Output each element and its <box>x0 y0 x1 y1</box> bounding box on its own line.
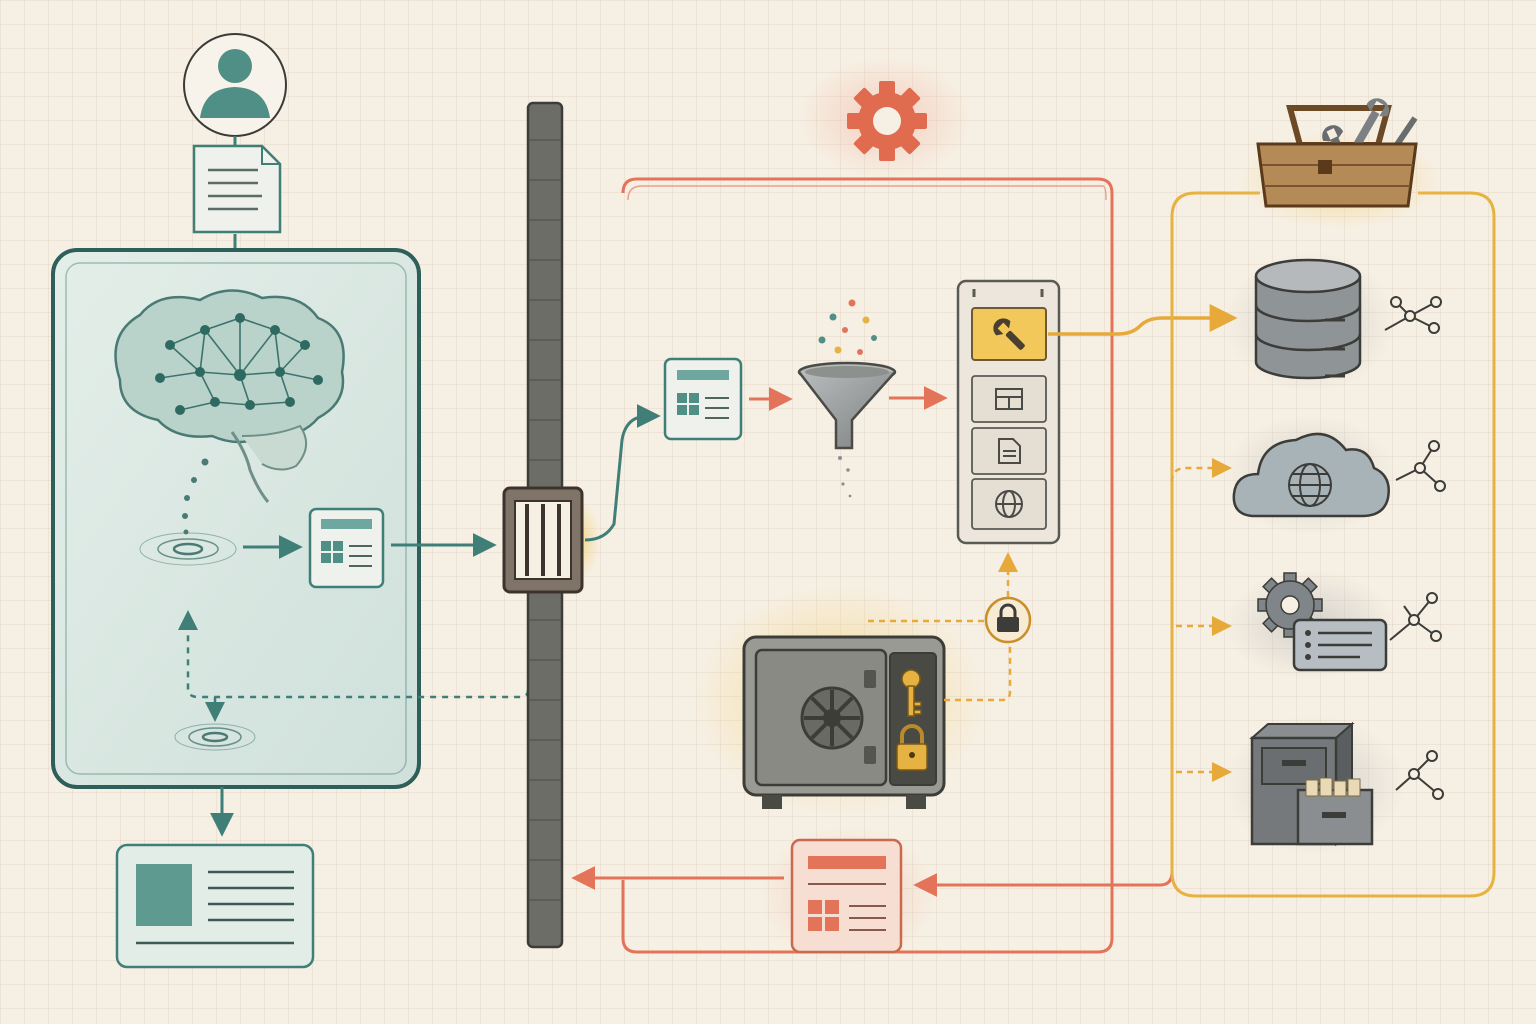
agent-request-card[interactable] <box>308 507 385 589</box>
globe-icon <box>1288 463 1332 507</box>
table-icon <box>995 388 1023 410</box>
key-icon <box>901 669 922 717</box>
server-boundary <box>621 177 1114 954</box>
document-lines-icon <box>208 168 262 211</box>
tool-menu-item-table[interactable] <box>971 375 1047 423</box>
gear-list-icon[interactable] <box>1257 572 1388 672</box>
file-cabinet-icon[interactable] <box>1249 721 1374 847</box>
tool-menu-item-document[interactable] <box>971 427 1047 475</box>
cloud-globe-icon[interactable] <box>1232 432 1390 518</box>
response-card[interactable] <box>790 838 903 954</box>
tool-menu-item-globe[interactable] <box>971 478 1047 530</box>
document-icon <box>998 438 1021 464</box>
vault-padlock-icon <box>896 724 928 771</box>
tools-boundary <box>1170 191 1496 898</box>
thought-dots <box>182 458 209 535</box>
tool-menu[interactable] <box>956 279 1061 545</box>
wrench-tool <box>1353 98 1389 147</box>
user-node[interactable] <box>183 33 287 137</box>
network-nodes-icon <box>1389 592 1442 642</box>
vault-dial-icon <box>800 686 864 750</box>
brain-network-icon <box>114 289 345 503</box>
user-icon <box>200 49 270 118</box>
toolbox-icon[interactable] <box>1256 94 1418 208</box>
globe-icon <box>995 490 1023 518</box>
access-lock-icon[interactable] <box>984 596 1032 644</box>
wrench-icon <box>993 318 1025 350</box>
credential-vault-icon[interactable] <box>742 635 946 809</box>
prompt-document[interactable] <box>192 144 282 234</box>
filter-funnel-icon[interactable] <box>797 299 897 498</box>
incoming-request-card[interactable] <box>663 357 743 441</box>
ripple-top-icon <box>139 532 237 566</box>
network-nodes-icon <box>1395 440 1446 492</box>
particles <box>818 299 877 355</box>
network-nodes-icon <box>1395 750 1444 800</box>
gateway-gate[interactable] <box>502 486 600 594</box>
output-card[interactable] <box>115 843 315 969</box>
network-nodes-icon <box>1384 296 1442 334</box>
database-icon[interactable] <box>1254 258 1362 380</box>
grid-icon <box>321 541 343 563</box>
processor-gear-icon[interactable] <box>847 81 927 161</box>
ripple-bottom-icon <box>174 723 256 751</box>
tool-menu-item-wrench[interactable] <box>971 307 1047 361</box>
